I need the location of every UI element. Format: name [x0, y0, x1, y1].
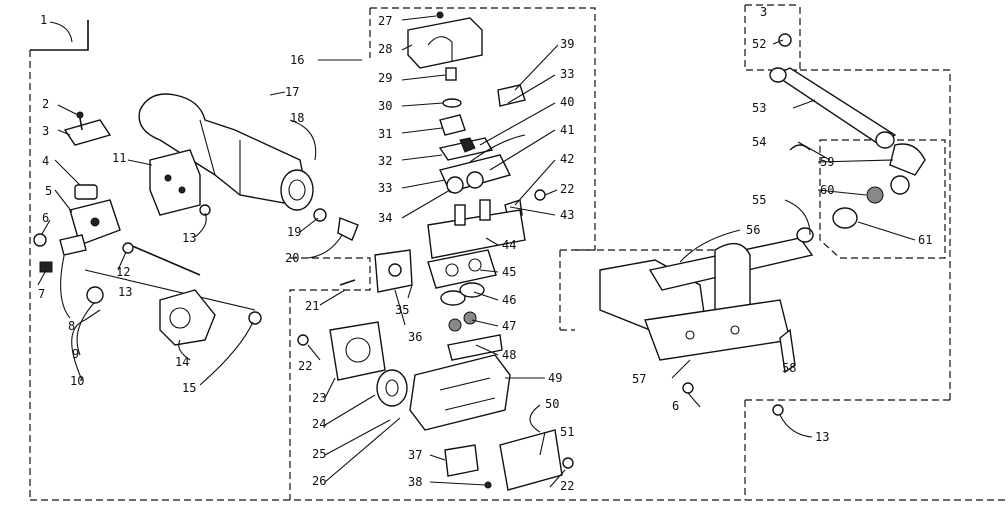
label-24: 24	[312, 417, 326, 431]
label-13: 13	[182, 231, 196, 245]
label-36: 36	[408, 330, 422, 344]
label-46: 46	[502, 293, 516, 307]
label-1: 1	[40, 13, 47, 27]
label-44: 44	[502, 238, 516, 252]
label-59: 59	[820, 155, 834, 169]
label-20: 20	[285, 251, 299, 265]
label-43: 43	[560, 208, 574, 222]
label-54: 54	[752, 135, 766, 149]
label-61: 61	[918, 233, 932, 247]
label-52: 52	[752, 37, 766, 51]
label-27: 27	[378, 14, 392, 28]
label-26: 26	[312, 474, 326, 488]
label-34: 34	[378, 211, 392, 225]
label-42: 42	[560, 152, 574, 166]
left-assembly	[33, 93, 359, 346]
label-33: 33	[378, 181, 392, 195]
label-45: 45	[502, 265, 516, 279]
label-22: 22	[298, 359, 312, 373]
label-35: 35	[395, 303, 409, 317]
label-12: 12	[116, 265, 130, 279]
label-9: 9	[72, 347, 79, 361]
label-13-right: 13	[815, 430, 829, 444]
label-14: 14	[175, 355, 189, 369]
center-assembly	[297, 11, 574, 491]
label-25: 25	[312, 447, 326, 461]
right-assembly	[599, 33, 926, 416]
label-22-bottom: 22	[560, 479, 574, 493]
label-10: 10	[70, 374, 84, 388]
label-28: 28	[378, 42, 392, 56]
leader-lines	[37, 15, 916, 488]
label-11: 11	[112, 151, 126, 165]
label-38: 38	[408, 475, 422, 489]
label-57: 57	[632, 372, 646, 386]
label-3: 3	[42, 124, 49, 138]
label-17: 17	[285, 85, 299, 99]
label-60: 60	[820, 183, 834, 197]
label-5: 5	[45, 184, 52, 198]
label-6: 6	[42, 211, 49, 225]
label-58: 58	[782, 361, 796, 375]
label-30: 30	[378, 99, 392, 113]
frame-lines	[29, 4, 1008, 501]
label-41: 41	[560, 123, 574, 137]
label-37: 37	[408, 448, 422, 462]
label-22-top: 22	[560, 182, 574, 196]
label-39: 39	[560, 37, 574, 51]
label-15: 15	[182, 381, 196, 395]
label-31: 31	[378, 127, 392, 141]
label-6-right: 6	[672, 399, 679, 413]
label-8: 8	[68, 319, 75, 333]
label-48: 48	[502, 348, 516, 362]
label-23: 23	[312, 391, 326, 405]
label-56: 56	[746, 223, 760, 237]
label-32: 32	[378, 154, 392, 168]
label-3-top: 3	[760, 5, 767, 19]
label-53: 53	[752, 101, 766, 115]
label-50: 50	[545, 397, 559, 411]
label-2: 2	[42, 97, 49, 111]
label-18: 18	[290, 111, 304, 125]
label-29: 29	[378, 71, 392, 85]
label-16: 16	[290, 53, 304, 67]
label-19: 19	[287, 225, 301, 239]
label-13-left: 13	[118, 285, 132, 299]
part-labels: 1 2 3 4 5 6 7 8 9 10 11 12 13 14 15 16 1…	[38, 5, 932, 493]
label-7: 7	[38, 287, 45, 301]
label-33-top: 33	[560, 67, 574, 81]
label-47: 47	[502, 319, 516, 333]
label-40: 40	[560, 95, 574, 109]
label-51: 51	[560, 425, 574, 439]
label-4: 4	[42, 154, 49, 168]
label-55: 55	[752, 193, 766, 207]
label-49: 49	[548, 371, 562, 385]
label-21: 21	[305, 299, 319, 313]
